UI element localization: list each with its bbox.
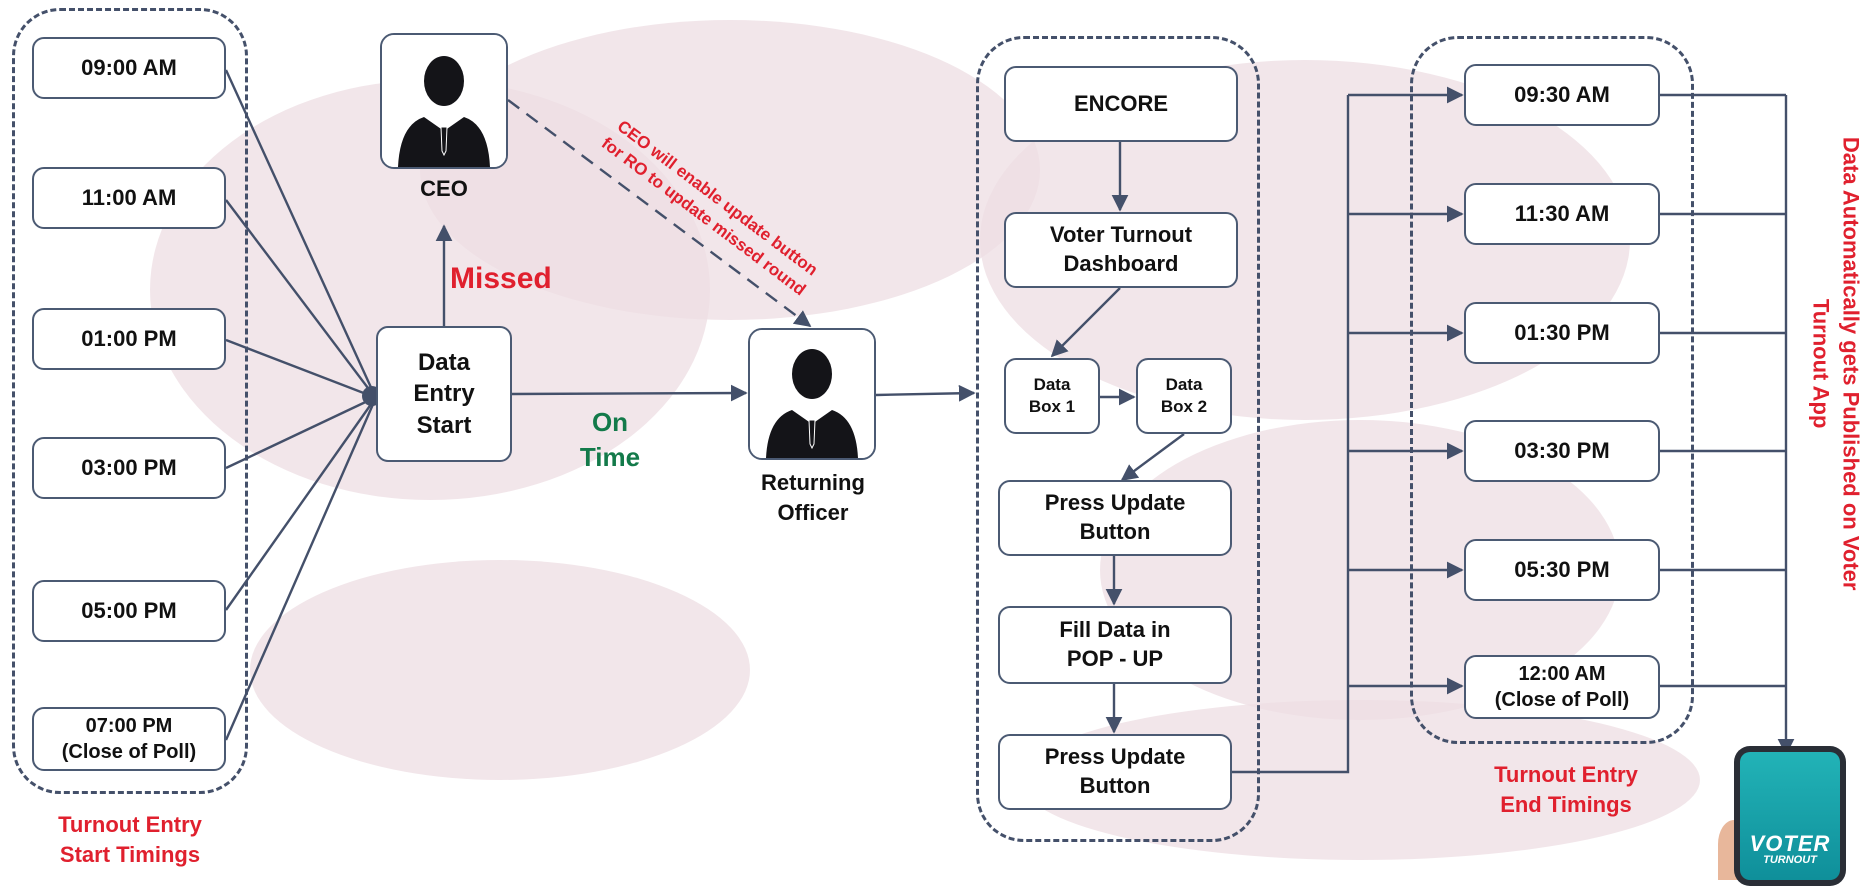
press-update-button-step-1: Press Update Button bbox=[998, 480, 1232, 556]
end-timings-caption: Turnout Entry End Timings bbox=[1494, 762, 1638, 817]
ceo-avatar bbox=[380, 33, 508, 169]
missed-label: Missed bbox=[450, 262, 552, 295]
voter-turnout-dashboard-box: Voter Turnout Dashboard bbox=[1004, 212, 1238, 288]
start-timings-caption: Turnout Entry Start Timings bbox=[58, 812, 202, 867]
fill-data-popup-step: Fill Data in POP - UP bbox=[998, 606, 1232, 684]
publish-note: Data Automatically gets Published on Vot… bbox=[1809, 136, 1864, 591]
end-time-0330: 03:30 PM bbox=[1464, 420, 1660, 482]
start-time-0100: 01:00 PM bbox=[32, 308, 226, 370]
start-time-0700-close-of-poll: 07:00 PM (Close of Poll) bbox=[32, 707, 226, 771]
end-time-0930: 09:30 AM bbox=[1464, 64, 1660, 126]
arrow-to-encore-group bbox=[875, 384, 976, 402]
person-in-suit-icon bbox=[750, 330, 874, 458]
start-time-0300: 03:00 PM bbox=[32, 437, 226, 499]
connector-0700 bbox=[224, 401, 376, 741]
end-time-0530: 05:30 PM bbox=[1464, 539, 1660, 601]
connector-0100 bbox=[225, 338, 375, 399]
press-update-button-step-2: Press Update Button bbox=[998, 734, 1232, 810]
ceo-label: CEO bbox=[420, 176, 468, 201]
connector-to-end-timings bbox=[1232, 95, 1350, 774]
end-timings-group bbox=[1410, 36, 1694, 744]
background-blob bbox=[250, 560, 750, 780]
connector-0300 bbox=[225, 396, 375, 470]
data-entry-start: Data Entry Start bbox=[376, 326, 512, 462]
voter-turnout-app-phone-icon: VOTER TURNOUT bbox=[1734, 746, 1846, 886]
end-time-1130: 11:30 AM bbox=[1464, 183, 1660, 245]
app-logo: VOTER TURNOUT bbox=[1750, 833, 1831, 880]
returning-officer-label: Returning Officer bbox=[761, 470, 865, 525]
app-subname: TURNOUT bbox=[1763, 854, 1817, 866]
app-name: VOTER bbox=[1749, 831, 1831, 856]
arrow-dashboard-to-box1 bbox=[1050, 287, 1121, 358]
start-time-0500: 05:00 PM bbox=[32, 580, 226, 642]
phone-screen: VOTER TURNOUT bbox=[1740, 752, 1840, 880]
person-in-suit-icon bbox=[382, 35, 506, 167]
background-blob bbox=[420, 20, 1040, 320]
connector-0900 bbox=[224, 69, 376, 395]
encore-box: ENCORE bbox=[1004, 66, 1238, 142]
end-time-0130: 01:30 PM bbox=[1464, 302, 1660, 364]
arrow-box2-to-press-update bbox=[1120, 433, 1185, 482]
data-box-1: Data Box 1 bbox=[1004, 358, 1100, 434]
data-box-2: Data Box 2 bbox=[1136, 358, 1232, 434]
returning-officer-avatar bbox=[748, 328, 876, 460]
connector-0500 bbox=[225, 399, 375, 611]
arrow-to-ro bbox=[511, 384, 748, 402]
encore-flow-group bbox=[976, 36, 1260, 842]
start-time-1100: 11:00 AM bbox=[32, 167, 226, 229]
start-timings-group bbox=[12, 8, 248, 794]
end-time-1200-close-of-poll: 12:00 AM (Close of Poll) bbox=[1464, 655, 1660, 719]
connector-1100 bbox=[225, 199, 375, 397]
start-time-0900: 09:00 AM bbox=[32, 37, 226, 99]
arrow-ceo-to-ro bbox=[507, 99, 812, 328]
on-time-label: On Time bbox=[579, 407, 641, 473]
